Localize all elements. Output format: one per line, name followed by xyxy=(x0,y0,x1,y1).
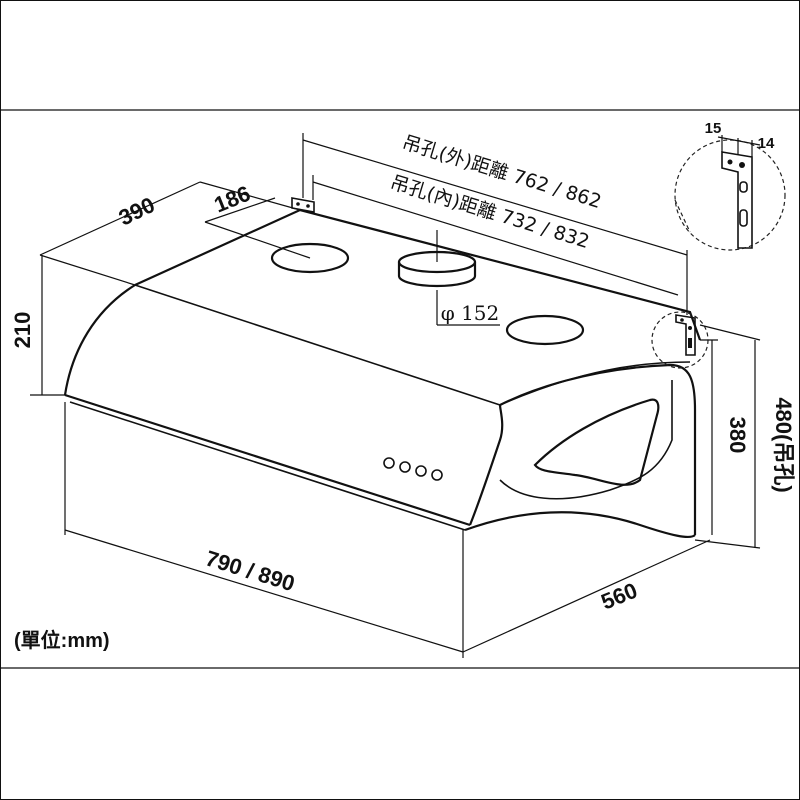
control-buttons xyxy=(383,457,443,481)
hood-side-inner xyxy=(499,380,673,500)
dim-bracket-a: 15 xyxy=(705,120,722,137)
inset-circle xyxy=(674,139,786,251)
dim-offset: 186 xyxy=(210,181,253,218)
side-top-edge xyxy=(499,361,691,406)
top-hole-left xyxy=(270,242,350,274)
inset-bracket xyxy=(721,151,753,249)
button-4 xyxy=(431,469,443,481)
dim-side-height: 380 xyxy=(725,417,750,454)
dimension-lines xyxy=(30,133,761,658)
hood-side-top xyxy=(499,363,697,535)
hood-front-lip xyxy=(69,401,466,531)
hood-side-bottom xyxy=(464,511,696,539)
dim-front-height: 210 xyxy=(10,312,35,349)
dim-total-height: 480(吊孔) xyxy=(771,397,796,492)
hood-front-curve xyxy=(63,284,136,396)
button-2 xyxy=(399,461,411,473)
unit-label: (單位:mm) xyxy=(14,628,110,652)
bracket-left xyxy=(291,197,315,213)
bracket-detail-inset xyxy=(674,135,786,251)
bracket-right xyxy=(675,314,696,356)
hood-front-top-line xyxy=(134,284,501,406)
dim-width: 790 / 890 xyxy=(203,545,298,596)
button-3 xyxy=(415,465,427,477)
dim-duct-diameter: φ 152 xyxy=(441,301,500,325)
button-1 xyxy=(383,457,395,469)
hood-front-bottom xyxy=(64,393,471,527)
dim-depth-top: 390 xyxy=(115,192,159,231)
dim-depth-bottom: 560 xyxy=(597,578,640,615)
side-window xyxy=(533,398,660,486)
hood-body xyxy=(63,197,709,539)
top-hole-right xyxy=(505,314,585,346)
hood-right-corner xyxy=(468,404,504,526)
dim-bracket-b: 14 xyxy=(758,135,775,152)
